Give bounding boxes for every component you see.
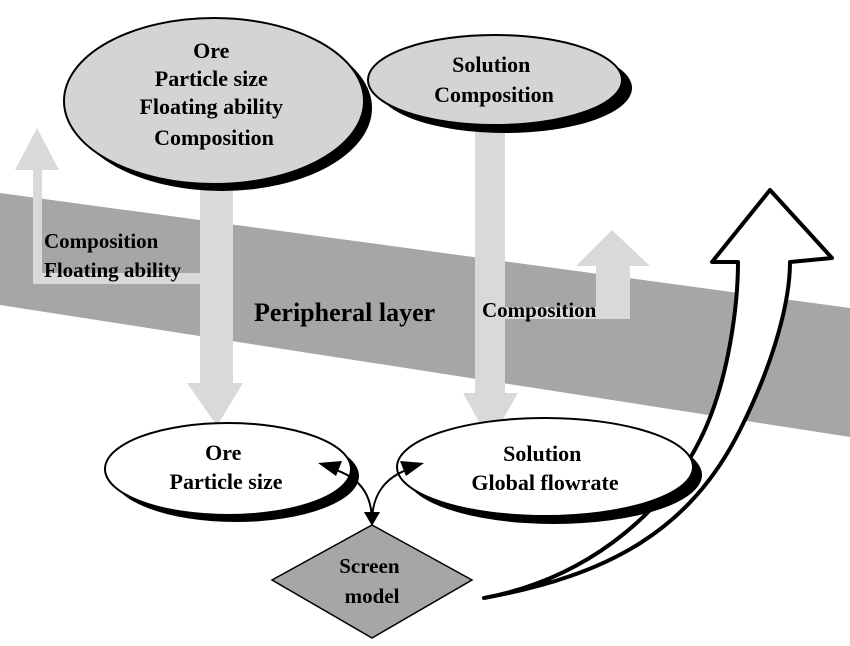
feedback-arrow-left: [15, 128, 200, 284]
screen-model-line-2: model: [345, 584, 400, 608]
ore-down-arrow: [187, 180, 243, 426]
solution-model-label: Solution Global flowrate: [471, 441, 618, 495]
solution-model-line-1: Solution: [503, 441, 581, 466]
ore-model-ellipse: [104, 422, 352, 516]
feedback-left-label: Composition Floating ability: [44, 229, 182, 282]
connector-to-solution-model-head: [400, 461, 424, 476]
feedback-left-line-2: Floating ability: [44, 258, 182, 282]
solution-down-arrow: [463, 120, 518, 442]
ore-input-line-3: Floating ability: [139, 94, 283, 119]
screen-model-line-1: Screen: [339, 554, 400, 578]
ore-input-line-1: Ore: [193, 38, 229, 63]
solution-input-line-2: Composition: [434, 82, 554, 107]
solution-input-line-1: Solution: [452, 52, 530, 77]
solution-model-ellipse: [396, 417, 694, 517]
screen-model-diamond: [270, 524, 474, 639]
ore-model-label: Ore Particle size: [170, 440, 283, 494]
connector-down-head: [364, 512, 380, 526]
screen-model-label: Screen model: [339, 554, 405, 608]
ore-input-line-2: Particle size: [155, 66, 268, 91]
solution-input-ellipse: [367, 34, 623, 126]
ore-input-label: Ore Particle size Floating ability Compo…: [139, 38, 288, 150]
ore-input-line-4: Composition: [154, 125, 274, 150]
solution-model-line-2: Global flowrate: [471, 470, 618, 495]
peripheral-layer-label: Peripheral layer: [254, 298, 435, 327]
ore-model-line-1: Ore: [205, 440, 241, 465]
ore-model-line-2: Particle size: [170, 469, 283, 494]
feedback-arrow-right: [480, 230, 650, 319]
ore-input-ellipse: [63, 17, 365, 185]
feedback-left-line-1: Composition: [44, 229, 159, 253]
feedback-right-label: Composition: [482, 298, 597, 322]
connector-to-ore-model-head: [318, 461, 342, 476]
solution-input-label: Solution Composition: [434, 52, 554, 107]
